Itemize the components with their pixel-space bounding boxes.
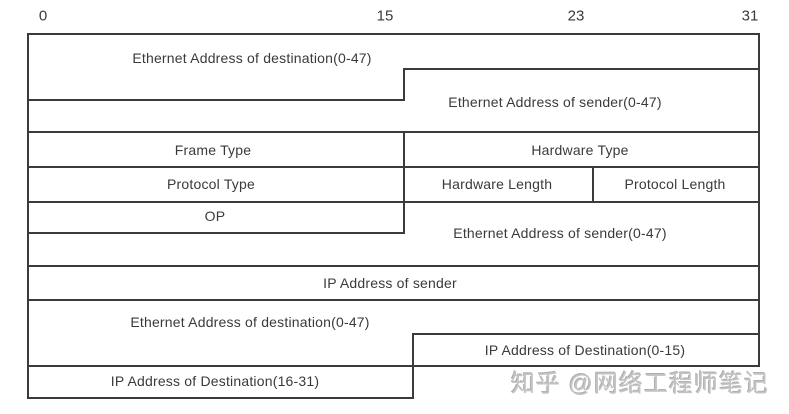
line-top-border xyxy=(27,33,760,35)
zhihu-watermark: 知乎 @网络工程师笔记 xyxy=(510,370,770,398)
line-under-dst-left xyxy=(27,99,405,101)
line-under-src-top xyxy=(27,131,760,133)
field-ip-src: IP Address of sender xyxy=(323,275,457,291)
line-under-ip-dst-low xyxy=(27,397,414,399)
bit-tick-31: 31 xyxy=(741,7,759,25)
line-under-protocol-row xyxy=(27,201,760,203)
bit-tick-23: 23 xyxy=(567,7,585,25)
field-ip-dst-high: IP Address of Destination(0-15) xyxy=(484,342,686,358)
line-step-top xyxy=(403,68,405,101)
field-frame-type: Frame Type xyxy=(174,142,252,158)
field-eth-src-arp: Ethernet Address of sender(0-47) xyxy=(453,225,667,241)
field-eth-dst-frame: Ethernet Address of destination(0-47) xyxy=(132,50,372,66)
field-protocol-length: Protocol Length xyxy=(624,176,726,192)
line-under-ip-dst-high xyxy=(27,365,760,367)
line-mid-divider xyxy=(403,131,405,234)
line-right-border xyxy=(758,33,760,367)
line-step-bottom xyxy=(412,333,414,399)
line-under-op xyxy=(27,232,405,234)
line-length-divider xyxy=(592,166,594,203)
line-under-frame-type-row xyxy=(27,166,760,168)
field-eth-src-frame: Ethernet Address of sender(0-47) xyxy=(448,94,662,110)
line-left-border xyxy=(27,33,29,399)
bit-tick-0: 0 xyxy=(38,7,48,25)
field-hardware-length: Hardware Length xyxy=(441,176,553,192)
field-op: OP xyxy=(204,208,226,224)
line-dst-src-step xyxy=(403,68,760,70)
line-under-src-arp xyxy=(27,265,760,267)
field-hardware-type: Hardware Type xyxy=(531,142,629,158)
line-dst-ipdst-step xyxy=(412,333,760,335)
line-under-ip-src xyxy=(27,299,760,301)
bit-tick-15: 15 xyxy=(376,7,394,25)
field-ip-dst-low: IP Address of Destination(16-31) xyxy=(110,373,320,389)
field-eth-dst-arp: Ethernet Address of destination(0-47) xyxy=(130,314,370,330)
field-protocol-type: Protocol Type xyxy=(167,176,255,192)
